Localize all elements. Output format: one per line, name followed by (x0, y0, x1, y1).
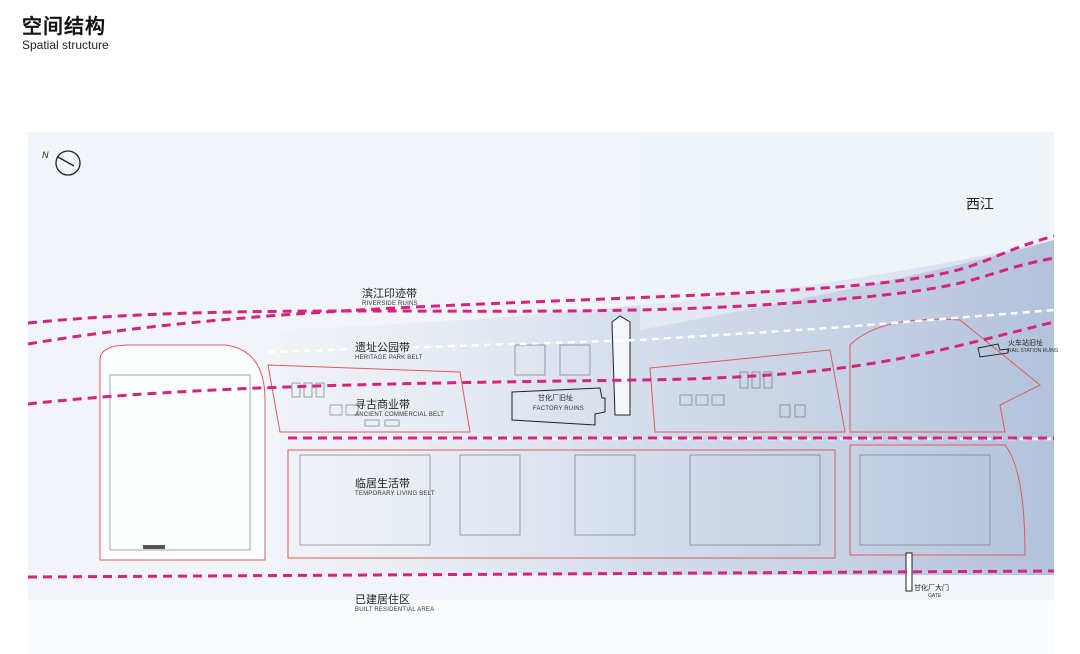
belt-lines (27, 234, 1055, 579)
belt-label-en: ANCIENT COMMERCIAL BELT (355, 412, 444, 418)
station-label-en: RAIL STATION RUINS (1008, 348, 1059, 354)
plot-living-main (287, 449, 836, 559)
belt-line-riverside-upper (27, 234, 1055, 346)
belt-label-en: BUILT RESIDENTIAL AREA (355, 607, 434, 613)
gate-label-cn: 甘化厂大门 (914, 583, 949, 592)
belt-label-en: TEMPORARY LIVING BELT (355, 491, 435, 497)
station-ruins-icon (977, 343, 1009, 358)
factory-label-en: FACTORY RUINS (533, 406, 584, 412)
factory-ruins-outline (511, 387, 606, 426)
belt-label-en: HERITAGE PARK BELT (355, 355, 423, 361)
north-compass-icon: N (42, 150, 81, 176)
factory-label-cn: 甘化厂旧址 (538, 393, 573, 402)
river-bank-area (640, 132, 1054, 330)
belt-label-heritage: 遗址公园带 HERITAGE PARK BELT (355, 340, 423, 361)
compass-north-letter: N (42, 150, 49, 160)
belt-label-cn: 已建居住区 (355, 592, 410, 606)
parking-strip (143, 545, 165, 549)
plot-living-east (849, 444, 1026, 556)
title-block: 空间结构 Spatial structure (22, 14, 109, 52)
gate-label-en: GATE (928, 593, 942, 599)
page-title: 空间结构 (22, 14, 106, 38)
belt-label-built: 已建居住区 BUILT RESIDENTIAL AREA (355, 592, 434, 613)
river-label: 西江 (966, 197, 994, 213)
belt-label-cn: 寻古商业带 (355, 397, 410, 411)
plot-heritage-east (649, 349, 846, 433)
belt-label-riverside: 滨江印迹带 RIVERSIDE RUINS (362, 286, 418, 307)
belt-label-commercial: 寻古商业带 ANCIENT COMMERCIAL BELT (355, 397, 444, 418)
river-zone (280, 240, 1054, 575)
belt-line-living-bottom (27, 569, 1055, 579)
belt-label-living: 临居生活带 TEMPORARY LIVING BELT (355, 476, 435, 497)
gate-label: 甘化厂大门 GATE (914, 583, 949, 599)
station-label-cn: 火车站旧址 (1008, 338, 1043, 347)
page-subtitle: Spatial structure (22, 38, 109, 52)
factory-ruins-label: 甘化厂旧址 FACTORY RUINS (533, 393, 584, 412)
belt-line-riverside-lower (27, 256, 1055, 325)
plot-west (99, 344, 266, 561)
plot-outlines (99, 318, 1041, 561)
station-ruins-label: 火车站旧址 RAIL STATION RUINS (1008, 338, 1059, 354)
factory-tower (611, 315, 631, 416)
belt-line-commercial (27, 320, 1055, 406)
plot-heritage-west (267, 364, 471, 433)
lower-fade (28, 600, 1054, 654)
belt-label-cn: 滨江印迹带 (362, 286, 417, 300)
belt-label-cn: 临居生活带 (355, 476, 410, 490)
building-footprints (109, 344, 991, 551)
belt-label-en: RIVERSIDE RUINS (362, 301, 418, 307)
belt-label-cn: 遗址公园带 (355, 340, 410, 354)
